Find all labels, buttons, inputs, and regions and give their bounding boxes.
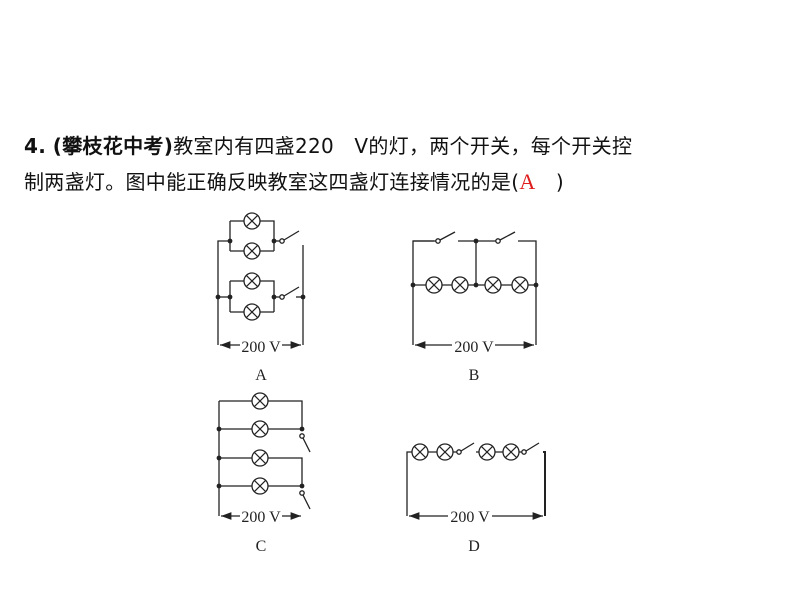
question-line-1: 4. (攀枝花中考)教室内有四盏220 V的灯，两个开关，每个开关控 xyxy=(24,134,632,158)
diagram-d xyxy=(406,442,546,520)
lamp-icon xyxy=(451,276,469,294)
lamp-icon xyxy=(411,443,429,461)
question-text-2: 制两盏灯。图中能正确反映教室这四盏灯连接情况的是( xyxy=(24,170,520,194)
lamp-icon xyxy=(478,443,496,461)
diagram-c-label: C xyxy=(256,538,267,555)
question-closing: ) xyxy=(535,170,564,194)
lamp-icon xyxy=(251,449,269,467)
lamp-icon xyxy=(511,276,529,294)
diagram-a-label: A xyxy=(255,367,267,384)
diagram-d-voltage: 200 V xyxy=(450,509,490,526)
diagram-c xyxy=(216,392,311,520)
diagram-b-label: B xyxy=(469,367,480,384)
lamp-icon xyxy=(243,303,261,321)
answer-value: A xyxy=(519,169,536,194)
lamp-icon xyxy=(251,420,269,438)
diagram-a xyxy=(215,212,306,349)
lamp-icon xyxy=(251,392,269,410)
diagram-d-label: D xyxy=(468,538,480,555)
diagram-b-voltage: 200 V xyxy=(454,339,494,356)
question-number: 4. xyxy=(24,134,47,158)
diagram-b xyxy=(410,231,539,349)
lamp-icon xyxy=(436,443,454,461)
lamp-icon xyxy=(243,242,261,260)
lamp-icon xyxy=(243,272,261,290)
diagram-a-voltage: 200 V xyxy=(241,339,281,356)
lamp-icon xyxy=(425,276,443,294)
question-line-2: 制两盏灯。图中能正确反映教室这四盏灯连接情况的是(A ) xyxy=(24,169,564,195)
question-source: (攀枝花中考) xyxy=(52,134,174,158)
question-text-1: 教室内有四盏220 V的灯，两个开关，每个开关控 xyxy=(173,134,633,158)
lamp-icon xyxy=(243,212,261,230)
lamp-icon xyxy=(484,276,502,294)
lamp-icon xyxy=(502,443,520,461)
lamp-icon xyxy=(251,477,269,495)
diagram-c-voltage: 200 V xyxy=(241,509,281,526)
